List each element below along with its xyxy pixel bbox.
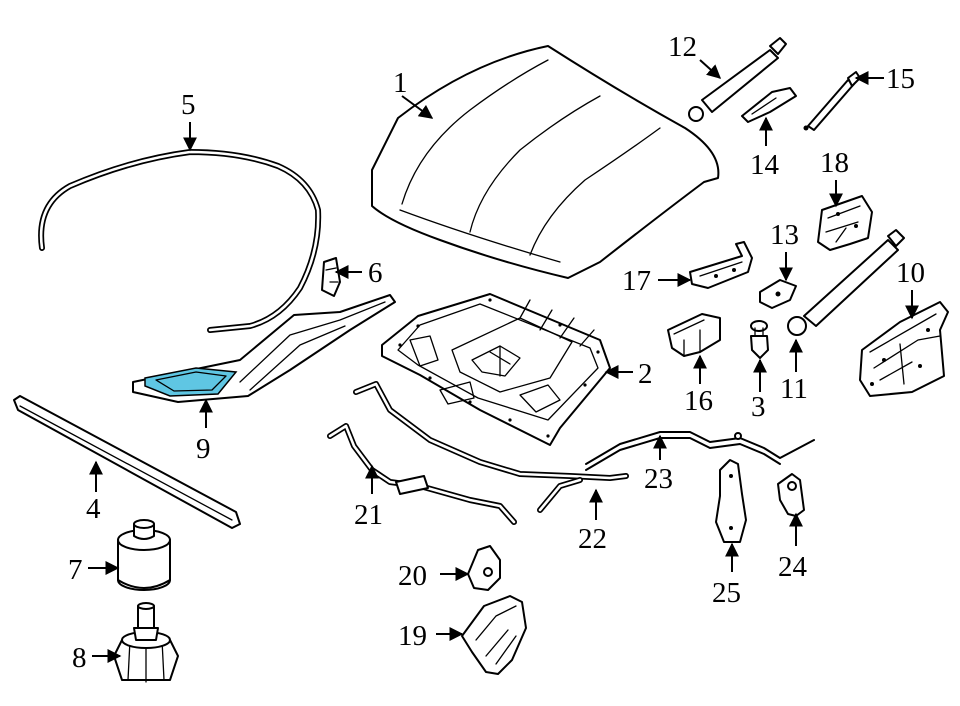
callout-13: 13 [770, 219, 799, 251]
callout-16: 16 [684, 385, 713, 417]
hinge-bracket [817, 195, 873, 251]
callout-4: 4 [86, 493, 101, 525]
release-handle [461, 595, 527, 675]
callout-6: 6 [368, 257, 383, 289]
hood-gas-strut-upper [688, 37, 787, 122]
hood-latch [667, 313, 721, 357]
callout-14: 14 [750, 149, 780, 181]
callout-17: 17 [622, 265, 651, 297]
striker-bracket [715, 459, 747, 543]
callout-3: 3 [751, 391, 766, 423]
hood-striker [777, 473, 805, 517]
release-cable-rear [585, 431, 815, 471]
callout-15: 15 [886, 63, 915, 95]
callout-19: 19 [398, 620, 427, 652]
seal-bracket [321, 257, 341, 297]
side-seal-panel [132, 294, 396, 403]
callout-18: 18 [820, 147, 849, 179]
hood-panel [371, 45, 720, 279]
callout-25: 25 [712, 577, 741, 609]
latch-bracket [689, 241, 753, 289]
push-pin-retainer [750, 320, 769, 359]
hood-adjuster [113, 602, 179, 683]
hood-insulator-panel [381, 293, 611, 446]
callout-labels: 1 2 3 4 5 6 7 8 9 10 11 12 13 14 15 16 1… [68, 31, 925, 674]
callout-8: 8 [72, 642, 87, 674]
cable-bracket [467, 545, 501, 591]
callout-7: 7 [68, 554, 83, 586]
callout-23: 23 [644, 463, 673, 495]
callout-11: 11 [780, 373, 808, 405]
retainer-clip [759, 279, 797, 309]
callout-10: 10 [896, 257, 925, 289]
callout-12: 12 [668, 31, 697, 63]
callout-20: 20 [398, 560, 427, 592]
prop-rod [803, 71, 861, 131]
callout-leaders [88, 59, 919, 663]
release-cable-front [327, 423, 517, 525]
hood-bumper [117, 519, 171, 591]
front-seal-strip [13, 395, 241, 529]
hood-seal [38, 149, 322, 333]
callout-21: 21 [354, 499, 383, 531]
hinge-cover [741, 87, 797, 123]
hood-gas-strut-lower [787, 229, 905, 336]
callout-24: 24 [778, 551, 808, 583]
callout-1: 1 [393, 67, 408, 99]
callout-2: 2 [638, 358, 653, 390]
callout-22: 22 [578, 523, 607, 555]
hood-hinge-assembly [859, 301, 949, 397]
release-cable-middle [353, 381, 629, 513]
callout-5: 5 [181, 89, 196, 121]
callout-9: 9 [196, 433, 211, 465]
